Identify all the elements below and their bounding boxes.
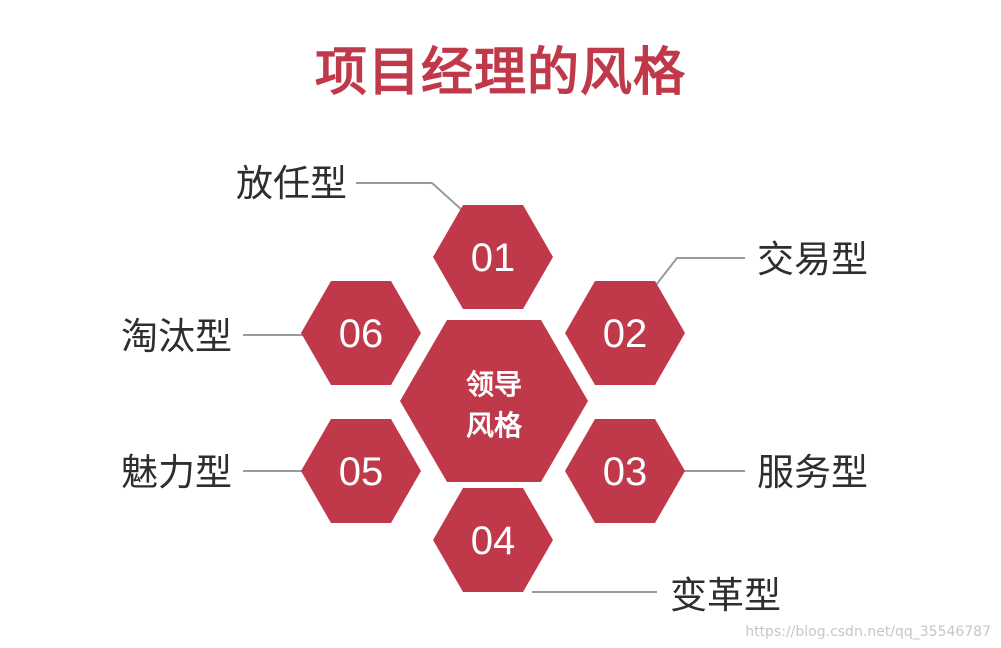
center-label-line2: 风格 [466,409,523,442]
connector-01 [356,182,463,211]
label-05: 魅力型 [121,451,232,494]
connector-02 [655,257,745,286]
page-title: 项目经理的风格 [314,43,686,103]
hexagon-06 [301,281,421,385]
hexagon-05-number: 05 [339,450,384,494]
center-label-line1: 领导 [466,368,522,401]
label-02: 交易型 [757,238,868,281]
hexagon-03 [565,419,685,523]
hexagon-01 [433,205,553,309]
hexagon-06-number: 06 [339,312,384,356]
hexagon-05 [301,419,421,523]
label-01: 放任型 [236,162,347,205]
hexagon-04-number: 04 [471,519,516,563]
center-hexagon [400,320,588,482]
label-06: 淘汰型 [121,315,232,358]
label-04: 变革型 [670,574,781,617]
hexagon-02-number: 02 [603,312,648,356]
label-03: 服务型 [757,451,868,494]
hexagon-01-number: 01 [471,236,516,280]
hexagon-03-number: 03 [603,450,648,494]
hexagon-02 [565,281,685,385]
watermark-text: https://blog.csdn.net/qq_35546787 [745,624,991,640]
hexagon-04 [433,488,553,592]
